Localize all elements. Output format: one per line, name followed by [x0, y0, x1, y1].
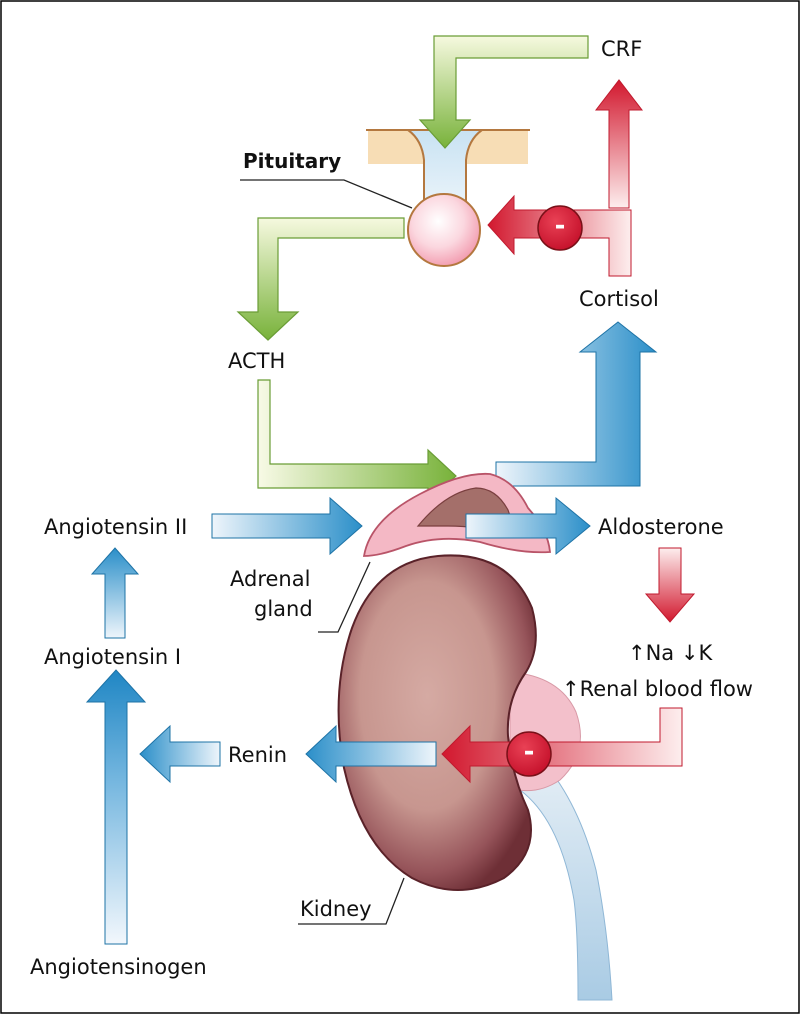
cortisol-to-crf-arrow: [594, 79, 644, 209]
pituitary-to-acth-arrow: [236, 217, 405, 341]
renal-feedback-arrow: [441, 707, 683, 784]
label-aldosterone: Aldosterone: [598, 515, 724, 539]
crf-arrow: [418, 35, 589, 149]
label-angiotensin-ii: Angiotensin II: [44, 515, 187, 539]
angiotensin-ii-to-adrenal-arrow: [211, 496, 363, 556]
label-cortisol: Cortisol: [579, 287, 659, 311]
svg-text:-: -: [524, 737, 535, 767]
angiotensin-i-to-ii-arrow: [90, 547, 140, 639]
label-renal-blood-flow: ↑Renal blood flow: [562, 677, 753, 701]
renin-to-angiotensin-arrow: [139, 724, 221, 784]
label-crf: CRF: [601, 37, 642, 61]
adrenal-to-aldosterone-arrow: [465, 496, 591, 556]
kidney-body: [337, 554, 537, 891]
renal-inhibition-symbol: -: [506, 731, 552, 777]
pituitary-leader-line: [240, 179, 413, 209]
kidney-illustration: [337, 554, 613, 1001]
kidney-to-renin-arrow: [305, 724, 437, 784]
label-pituitary: Pituitary: [243, 149, 341, 173]
label-na-k: ↑Na ↓K: [628, 641, 713, 665]
label-angiotensinogen: Angiotensinogen: [30, 955, 207, 979]
aldosterone-to-effects-arrow: [644, 547, 696, 623]
label-angiotensin-i: Angiotensin I: [44, 645, 181, 669]
label-adrenal: Adrenal: [230, 567, 310, 591]
kidney-leader-line: [298, 877, 405, 925]
angiotensinogen-to-angiotensin-i-arrow: [85, 669, 147, 945]
acth-to-adrenal-arrow: [257, 379, 457, 504]
svg-text:-: -: [555, 211, 566, 241]
label-kidney: Kidney: [300, 897, 372, 921]
pituitary-gland: [407, 193, 481, 267]
label-renin: Renin: [228, 743, 287, 767]
label-acth: ACTH: [228, 349, 285, 373]
ureter: [519, 757, 613, 1001]
cortisol-inhibition-symbol: -: [537, 205, 583, 251]
label-gland: gland: [254, 597, 313, 621]
adrenal-to-cortisol-arrow: [495, 321, 658, 487]
adrenal-leader-line: [318, 561, 371, 633]
